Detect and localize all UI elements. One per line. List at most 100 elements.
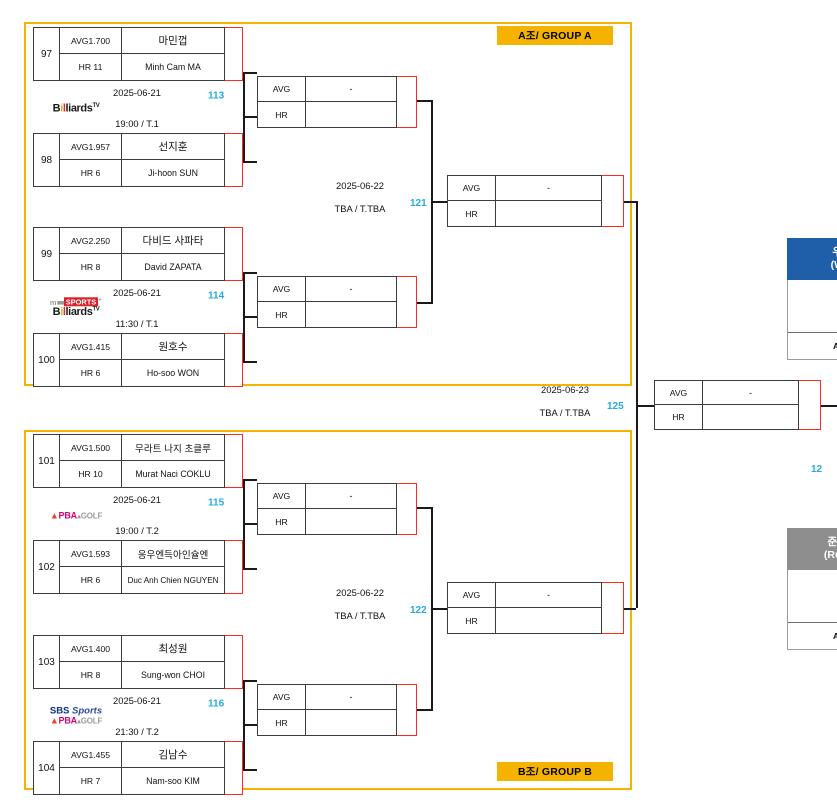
- match-125-info: 2025-06-23 TBA / T.TBA: [505, 384, 625, 418]
- seed-104-winner-stub[interactable]: [225, 741, 243, 795]
- broadcaster-billiards-tv-logo: BilliardsTV: [52, 102, 100, 115]
- result-125-winner-stub[interactable]: [799, 380, 821, 430]
- result-hr-label: HR: [258, 710, 306, 735]
- result-avg-value: -: [703, 381, 798, 405]
- result-box-125[interactable]: AVG - HR: [654, 380, 799, 430]
- seed-name-en: Nam-soo KIM: [146, 776, 200, 786]
- runnerup-title-en: (Runne: [823, 549, 837, 561]
- result-114-winner-stub[interactable]: [397, 276, 417, 328]
- winner-row-avg: AVG: [788, 332, 837, 359]
- winner-row-2: -: [788, 306, 837, 332]
- seed-box-97[interactable]: 97 AVG1.700 마민껍 HR 11 Minh Cam MA: [33, 27, 225, 81]
- seed-number: 103: [34, 636, 60, 688]
- seed-name-en: David ZAPATA: [144, 262, 202, 272]
- match-date: 2025-06-21: [113, 494, 161, 505]
- runnerup-row-2: -: [788, 596, 837, 622]
- result-hr-value: [306, 102, 396, 127]
- result-hr-value: [306, 509, 396, 534]
- result-116-winner-stub[interactable]: [397, 684, 417, 736]
- seed-103-winner-stub[interactable]: [225, 635, 243, 689]
- match-date: 2025-06-22: [336, 180, 384, 191]
- seed-number: 99: [34, 228, 60, 280]
- match-time: 21:30 / T.2: [115, 726, 159, 737]
- result-122-winner-stub[interactable]: [602, 582, 624, 634]
- seed-101-winner-stub[interactable]: [225, 434, 243, 488]
- result-avg-label: AVG: [258, 77, 306, 102]
- seed-100-winner-stub[interactable]: [225, 333, 243, 387]
- seed-name-kr: 다비드 사파타: [122, 228, 224, 254]
- result-box-115[interactable]: AVG - HR: [257, 483, 397, 535]
- seed-avg: AVG1.593: [60, 541, 122, 567]
- seed-box-99[interactable]: 99 AVG2.250 다비드 사파타 HR 8 David ZAPATA: [33, 227, 225, 281]
- result-113-winner-stub[interactable]: [397, 76, 417, 128]
- result-avg-label: AVG: [448, 176, 496, 201]
- match-time: 11:30 / T.1: [115, 318, 159, 329]
- winner-panel[interactable]: 우승 (Win - - AVG: [787, 238, 837, 360]
- seed-box-100[interactable]: 100 AVG1.415 원호수 HR 6 Ho-soo WON: [33, 333, 225, 387]
- seed-box-98[interactable]: 98 AVG1.957 선지훈 HR 6 Ji-hoon SUN: [33, 133, 225, 187]
- result-121-winner-stub[interactable]: [602, 175, 624, 227]
- result-hr-label: HR: [258, 302, 306, 327]
- result-box-116[interactable]: AVG - HR: [257, 684, 397, 736]
- result-avg-label: AVG: [258, 277, 306, 302]
- result-box-113[interactable]: AVG - HR: [257, 76, 397, 128]
- seed-name-kr: 응우엔득아인슐엔: [122, 541, 224, 567]
- connector-horizontal: [243, 479, 257, 481]
- result-hr-label: HR: [258, 509, 306, 534]
- connector-horizontal: [431, 608, 447, 610]
- seed-avg: AVG2.250: [60, 228, 122, 254]
- seed-box-101[interactable]: 101 AVG1.500 무라트 나지 초클루 HR 10 Murat Naci…: [33, 434, 225, 488]
- runnerup-title-kr: 준우승: [827, 535, 837, 548]
- seed-box-104[interactable]: 104 AVG1.455 김남수 HR 7 Nam-soo KIM: [33, 741, 225, 795]
- match-113-info: 2025-06-21 19:00 / T.1 BilliardsTV: [33, 83, 225, 133]
- seed-box-103[interactable]: 103 AVG1.400 최성원 HR 8 Sung-won CHOI: [33, 635, 225, 689]
- seed-number: 98: [34, 134, 60, 186]
- seed-hr: HR 11: [60, 54, 122, 80]
- result-avg-value: -: [306, 77, 396, 102]
- match-number-126: 12: [811, 464, 823, 475]
- match-number-116: 116: [208, 698, 225, 710]
- winner-panel-body: - - AVG: [787, 280, 837, 360]
- result-box-121[interactable]: AVG - HR: [447, 175, 602, 227]
- winner-row-1: -: [788, 280, 837, 306]
- connector-horizontal: [636, 405, 654, 407]
- seed-name-en: Duc Anh Chien NGUYEN: [127, 575, 219, 585]
- match-date: 2025-06-21: [113, 87, 161, 98]
- seed-avg: AVG1.400: [60, 636, 122, 662]
- seed-name-en: Minh Cam MA: [145, 62, 201, 72]
- match-116-info: 2025-06-21 21:30 / T.2 SBS Sports ▲PBA▴G…: [33, 691, 225, 741]
- connector-horizontal: [243, 680, 257, 682]
- result-box-122[interactable]: AVG - HR: [447, 582, 602, 634]
- seed-name-en: Ho-soo WON: [146, 368, 200, 378]
- seed-97-winner-stub[interactable]: [225, 27, 243, 81]
- seed-99-winner-stub[interactable]: [225, 227, 243, 281]
- seed-name-kr: 최성원: [122, 636, 224, 662]
- seed-hr: HR 7: [60, 768, 122, 794]
- result-hr-label: HR: [258, 102, 306, 127]
- result-115-winner-stub[interactable]: [397, 483, 417, 535]
- runnerup-panel[interactable]: 준우승 (Runne - - AVG: [787, 528, 837, 650]
- seed-102-winner-stub[interactable]: [225, 540, 243, 594]
- match-time: 19:00 / T.2: [115, 525, 159, 536]
- result-avg-value: -: [306, 685, 396, 710]
- connector-horizontal: [243, 161, 257, 163]
- seed-name-kr: 원호수: [122, 334, 224, 360]
- seed-name-en: Sung-won CHOI: [140, 670, 206, 680]
- result-box-114[interactable]: AVG - HR: [257, 276, 397, 328]
- seed-number: 102: [34, 541, 60, 593]
- match-114-info: 2025-06-21 11:30 / T.1 m■■SPORTS+ Billia…: [33, 283, 225, 333]
- result-hr-value: [306, 710, 396, 735]
- result-hr-value: [306, 302, 396, 327]
- connector-horizontal: [243, 523, 257, 525]
- match-date: 2025-06-21: [113, 695, 161, 706]
- match-number-121: 121: [410, 198, 427, 209]
- broadcaster-mbc-sports-billiards-tv-logo: m■■SPORTS+ BilliardsTV: [49, 296, 103, 319]
- connector-horizontal: [243, 272, 257, 274]
- result-avg-label: AVG: [655, 381, 703, 405]
- result-hr-label: HR: [655, 405, 703, 429]
- seed-box-102[interactable]: 102 AVG1.593 응우엔득아인슐엔 HR 6 Duc Anh Chien…: [33, 540, 225, 594]
- connector-horizontal: [243, 72, 257, 74]
- connector-horizontal: [243, 316, 257, 318]
- seed-98-winner-stub[interactable]: [225, 133, 243, 187]
- connector-horizontal: [431, 201, 447, 203]
